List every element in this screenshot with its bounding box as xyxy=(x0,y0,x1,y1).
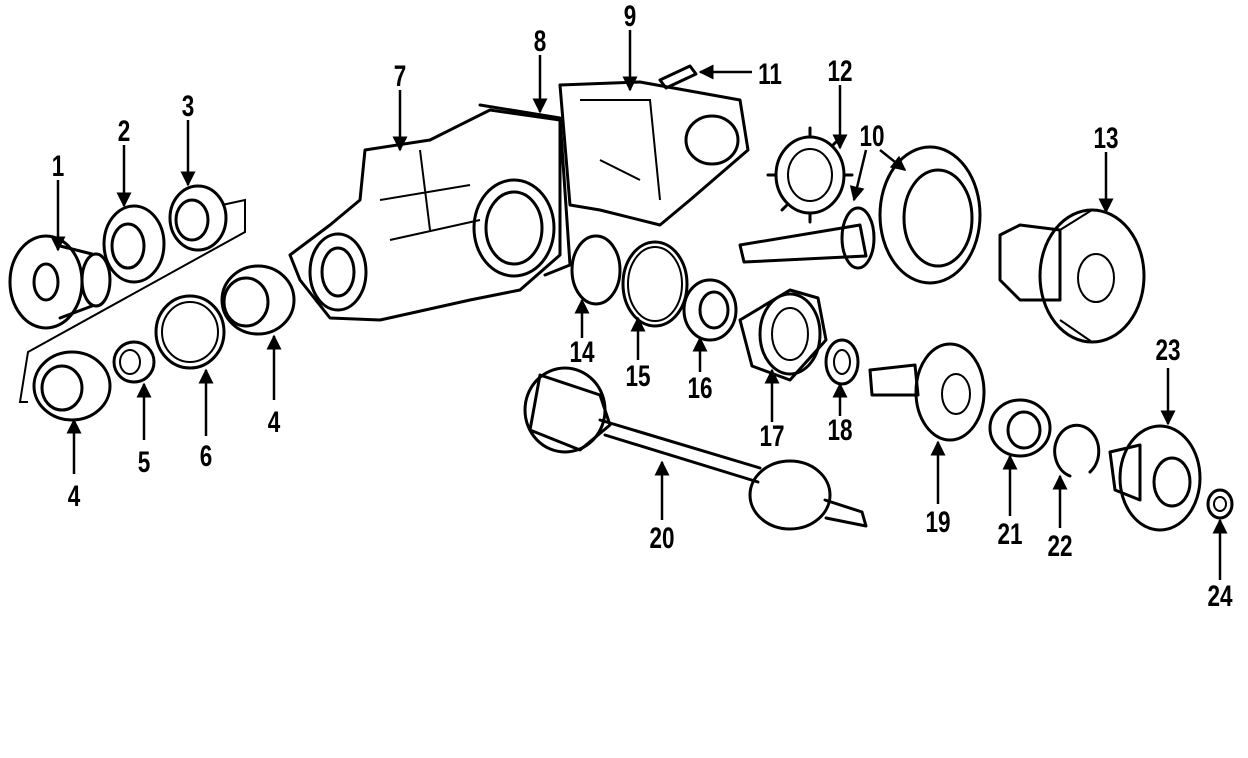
part-12-washer xyxy=(766,126,854,224)
part-21-bearing xyxy=(988,398,1052,458)
label-12: 12 xyxy=(827,54,852,88)
label-23: 23 xyxy=(1155,333,1180,367)
part-10-pinion-ring-gear xyxy=(738,145,982,285)
label-17: 17 xyxy=(759,419,784,453)
label-4-right: 4 xyxy=(268,405,281,439)
label-22: 22 xyxy=(1047,529,1072,563)
leader-lines xyxy=(50,30,1228,580)
label-6: 6 xyxy=(200,439,213,473)
outline-frame xyxy=(18,198,246,403)
part-23-hub xyxy=(1108,424,1202,532)
part-6-ring xyxy=(154,294,226,370)
part-8-gasket xyxy=(478,103,572,277)
label-16: 16 xyxy=(687,371,712,405)
part-17-bearing xyxy=(738,288,828,382)
label-9: 9 xyxy=(624,0,637,33)
part-22-snap-ring xyxy=(1053,423,1101,478)
label-7: 7 xyxy=(394,59,407,93)
part-7-housing xyxy=(288,108,562,322)
part-18-seal xyxy=(824,338,860,386)
part-4-bearing-right xyxy=(220,264,296,336)
part-16-seal xyxy=(682,278,738,342)
label-18: 18 xyxy=(827,413,852,447)
part-14-ring xyxy=(570,234,622,306)
label-8: 8 xyxy=(534,24,547,58)
part-1-flange xyxy=(8,234,112,330)
label-11: 11 xyxy=(758,57,782,91)
label-14: 14 xyxy=(570,335,595,369)
label-20: 20 xyxy=(649,521,674,555)
label-15: 15 xyxy=(625,359,650,393)
part-20-axle-shaft xyxy=(523,366,868,531)
callout-labels: 1 2 3 4 5 6 4 7 8 9 11 12 10 13 14 15 16… xyxy=(52,0,1233,613)
label-4-left: 4 xyxy=(68,479,81,513)
label-19: 19 xyxy=(925,505,950,539)
label-3: 3 xyxy=(182,89,195,123)
part-2-seal xyxy=(102,204,166,284)
part-9-cover xyxy=(558,80,750,227)
part-11-vent xyxy=(658,64,698,90)
part-19-flange-shaft xyxy=(868,342,986,442)
part-13-differential xyxy=(998,208,1146,344)
part-4-bearing-left xyxy=(32,350,112,422)
label-10: 10 xyxy=(859,119,884,153)
label-2: 2 xyxy=(118,114,131,148)
label-5: 5 xyxy=(138,445,151,479)
part-24-nut xyxy=(1206,488,1234,520)
part-15-ring xyxy=(621,240,689,328)
part-5-bushing xyxy=(112,340,156,384)
label-21: 21 xyxy=(997,517,1022,551)
label-1: 1 xyxy=(52,149,65,183)
part-3-seal xyxy=(168,184,228,252)
label-13: 13 xyxy=(1093,121,1118,155)
label-24: 24 xyxy=(1208,579,1233,613)
